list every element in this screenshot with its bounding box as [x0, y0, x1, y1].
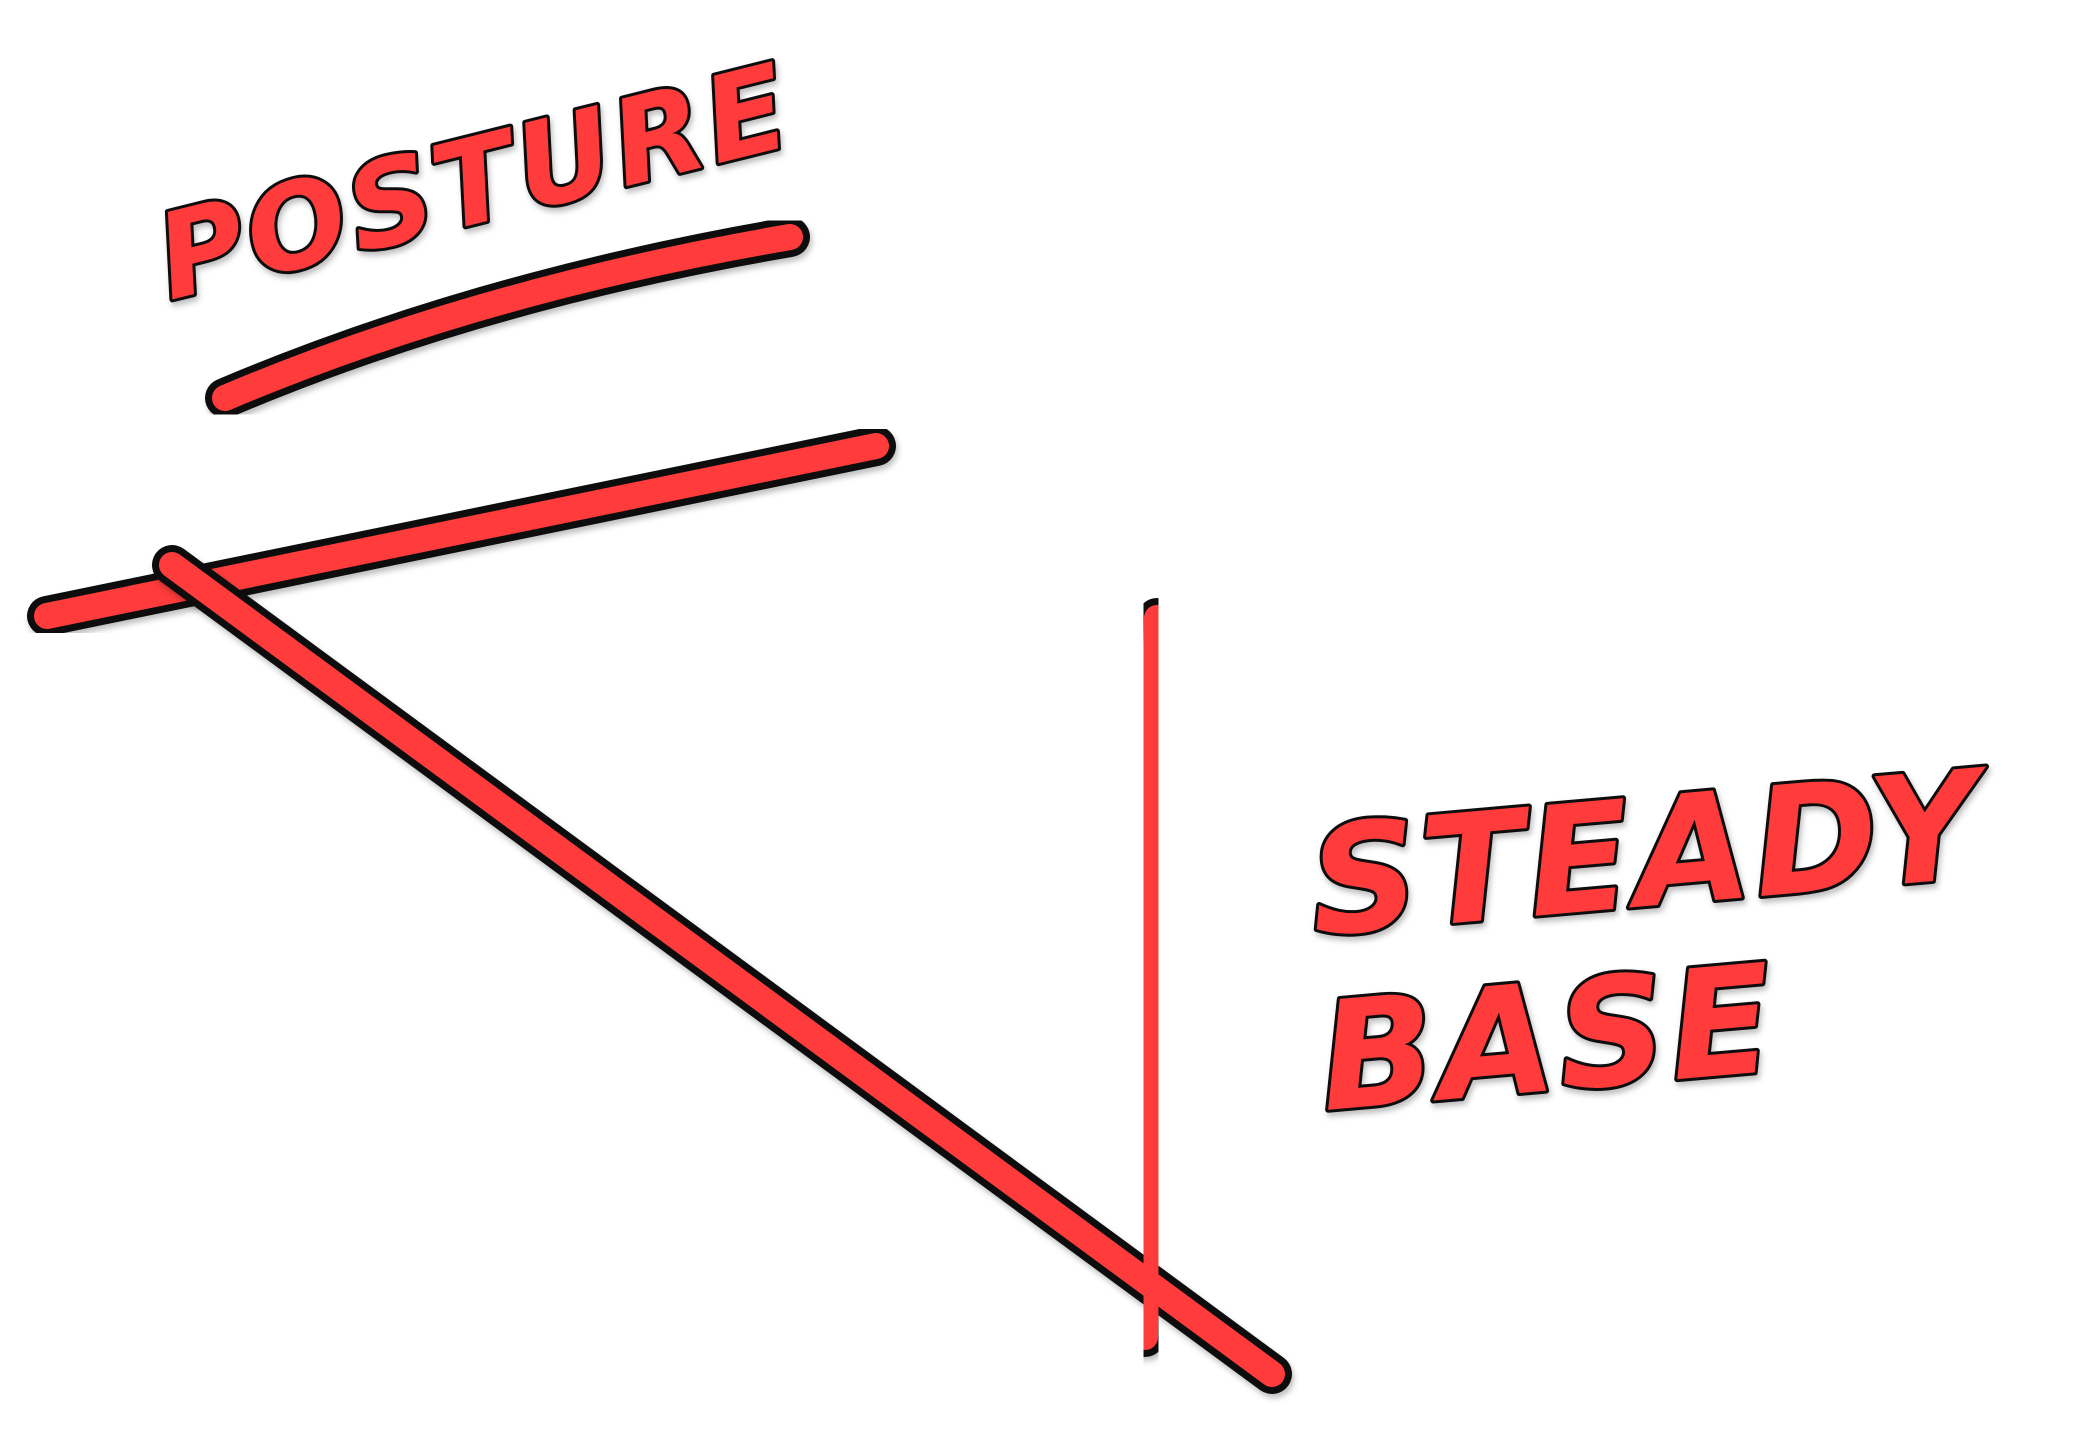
vertical-base-line — [1125, 598, 1177, 1357]
posture-label-group: POSTURE — [140, 34, 808, 331]
posture-label: POSTURE — [143, 37, 805, 328]
diagonal-body-line — [152, 545, 1292, 1394]
base-label: BASE — [1313, 933, 1783, 1146]
posture-underline — [205, 217, 810, 418]
steady-label: STEADY — [1303, 738, 1999, 971]
top-reference-line — [27, 426, 896, 636]
steady-base-label-group: STEADY BASE — [1300, 735, 2002, 1149]
